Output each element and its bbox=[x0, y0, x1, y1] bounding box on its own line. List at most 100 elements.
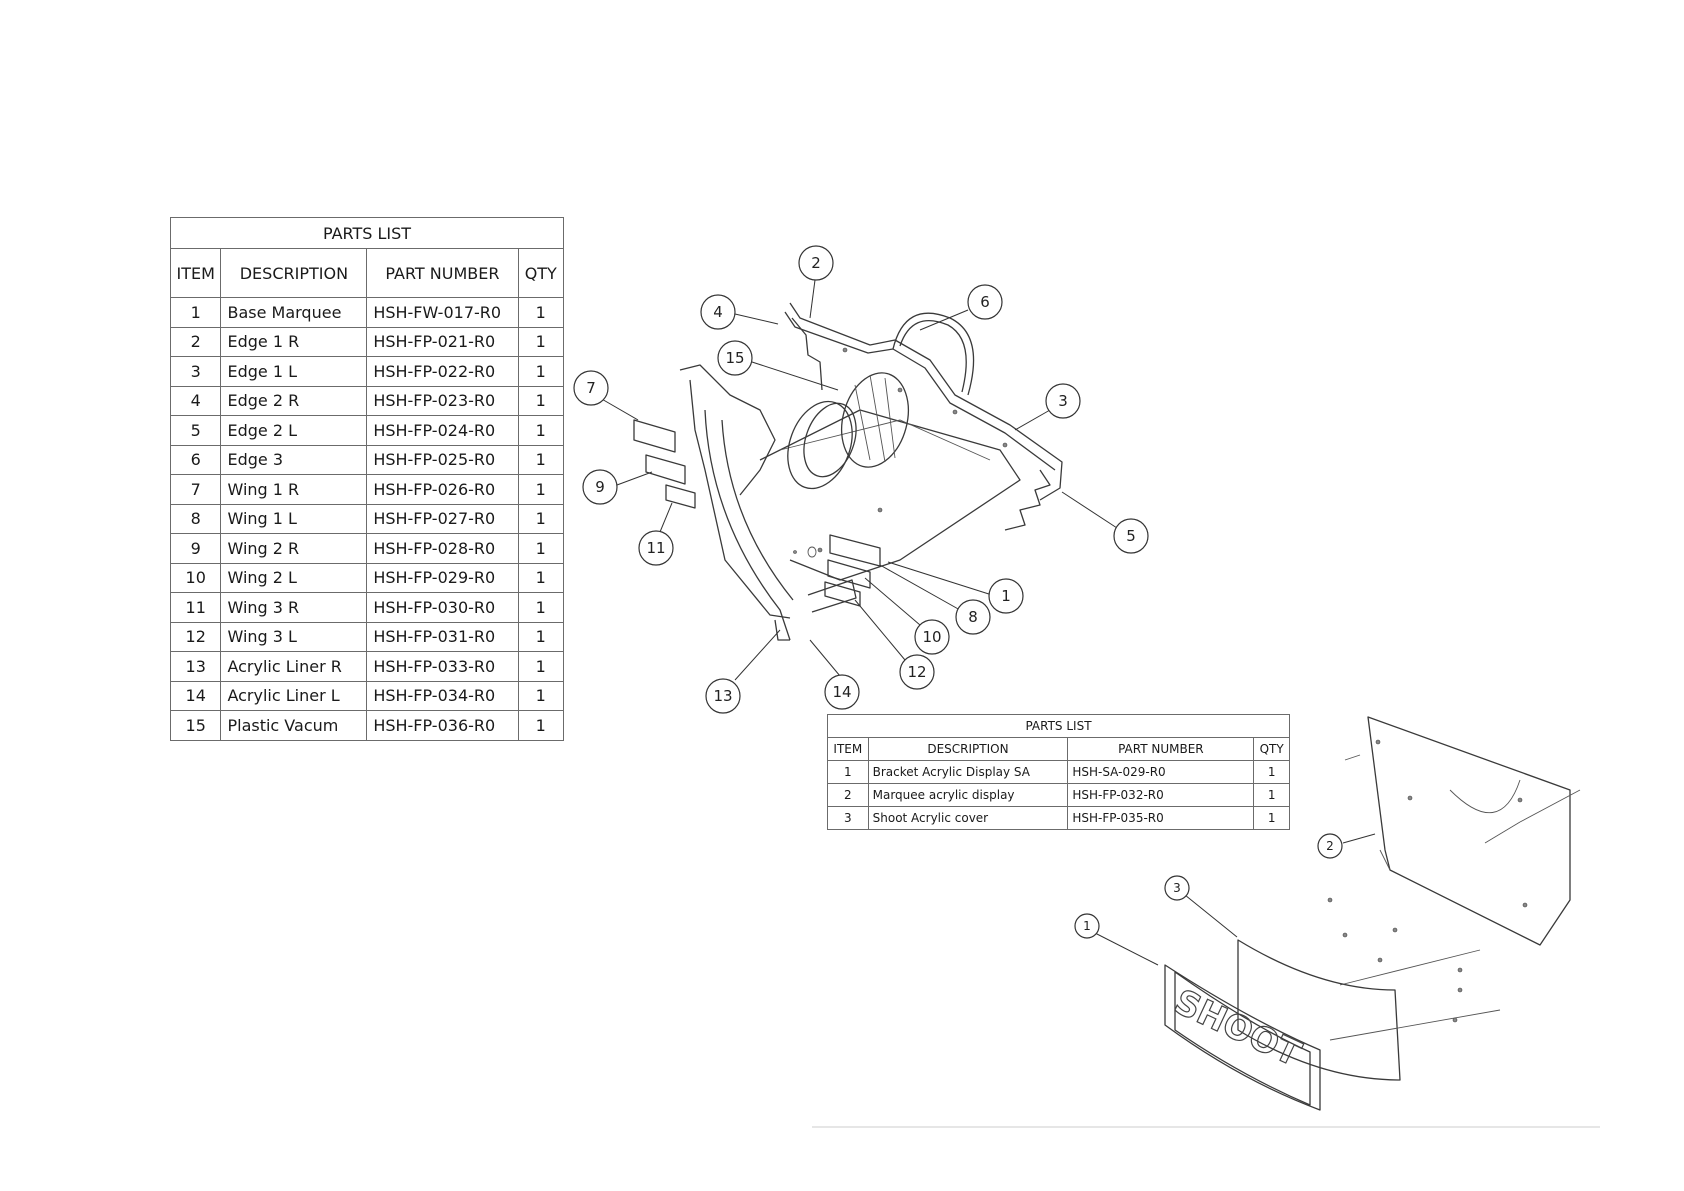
part-number-cell: HSH-FP-033-R0 bbox=[366, 651, 519, 682]
qty-cell: 1 bbox=[1253, 806, 1290, 830]
svg-text:1: 1 bbox=[1083, 919, 1091, 933]
balloon-7: 7 bbox=[573, 370, 639, 421]
qty-cell: 1 bbox=[1253, 760, 1290, 784]
balloon-13: 13 bbox=[705, 629, 781, 714]
svg-text:7: 7 bbox=[586, 379, 596, 397]
svg-text:11: 11 bbox=[646, 539, 665, 557]
svg-text:13: 13 bbox=[713, 687, 732, 705]
description-cell: Edge 3 bbox=[220, 444, 368, 475]
svg-text:10: 10 bbox=[922, 628, 941, 646]
part-number-cell: HSH-FP-029-R0 bbox=[366, 562, 519, 593]
item-cell: 12 bbox=[169, 621, 222, 652]
balloon-s2: 2 bbox=[1317, 833, 1376, 859]
svg-text:4: 4 bbox=[713, 303, 723, 321]
item-cell: 7 bbox=[169, 474, 222, 505]
balloons-main: 1 2 3 4 5 6 7 8 9 10 11 12 13 14 15 bbox=[573, 245, 1149, 714]
qty-cell: 1 bbox=[517, 562, 565, 593]
description-cell: Acrylic Liner R bbox=[220, 651, 368, 682]
header-item: ITEM bbox=[169, 248, 222, 298]
item-cell: 15 bbox=[169, 710, 222, 741]
balloon-s3: 3 bbox=[1164, 875, 1238, 938]
header-description: DESCRIPTION bbox=[220, 248, 368, 298]
part-number-cell: HSH-FP-032-R0 bbox=[1067, 783, 1255, 807]
svg-text:2: 2 bbox=[1326, 839, 1334, 853]
svg-text:5: 5 bbox=[1126, 527, 1136, 545]
description-cell: Shoot Acrylic cover bbox=[867, 806, 1069, 830]
balloon-8: 8 bbox=[879, 564, 991, 635]
balloon-1: 1 bbox=[887, 561, 1024, 614]
qty-cell: 1 bbox=[517, 680, 565, 711]
description-cell: Edge 2 R bbox=[220, 385, 368, 416]
item-cell: 3 bbox=[169, 356, 222, 387]
qty-cell: 1 bbox=[517, 356, 565, 387]
qty-cell: 1 bbox=[517, 710, 565, 741]
header-item: ITEM bbox=[827, 737, 869, 761]
part-number-cell: HSH-FP-027-R0 bbox=[366, 503, 519, 534]
svg-text:8: 8 bbox=[968, 608, 978, 626]
balloon-14: 14 bbox=[809, 639, 860, 710]
header-description: DESCRIPTION bbox=[867, 737, 1069, 761]
part-number-cell: HSH-FP-034-R0 bbox=[366, 680, 519, 711]
balloon-4: 4 bbox=[700, 294, 779, 330]
secondary-assembly: SHOOT bbox=[1164, 716, 1581, 1111]
svg-text:1: 1 bbox=[1001, 587, 1011, 605]
part-number-cell: HSH-FW-017-R0 bbox=[366, 297, 519, 328]
part-number-cell: HSH-FP-021-R0 bbox=[366, 326, 519, 357]
header-qty: QTY bbox=[517, 248, 565, 298]
item-cell: 13 bbox=[169, 651, 222, 682]
part-number-cell: HSH-FP-035-R0 bbox=[1067, 806, 1255, 830]
svg-text:2: 2 bbox=[811, 254, 821, 272]
header-part-number: PART NUMBER bbox=[366, 248, 519, 298]
description-cell: Wing 2 L bbox=[220, 562, 368, 593]
balloon-9: 9 bbox=[582, 469, 653, 505]
description-cell: Wing 3 R bbox=[220, 592, 368, 623]
description-cell: Plastic Vacum bbox=[220, 710, 368, 741]
parts-list-main: PARTS LIST ITEM DESCRIPTION PART NUMBER … bbox=[169, 217, 565, 741]
parts-list-title: PARTS LIST bbox=[170, 217, 564, 249]
balloon-10: 10 bbox=[864, 577, 950, 655]
description-cell: Bracket Acrylic Display SA bbox=[867, 760, 1069, 784]
description-cell: Wing 3 L bbox=[220, 621, 368, 652]
balloon-6: 6 bbox=[919, 284, 1003, 331]
qty-cell: 1 bbox=[517, 503, 565, 534]
qty-cell: 1 bbox=[517, 621, 565, 652]
qty-cell: 1 bbox=[517, 474, 565, 505]
part-number-cell: HSH-FP-031-R0 bbox=[366, 621, 519, 652]
qty-cell: 1 bbox=[517, 533, 565, 564]
svg-text:12: 12 bbox=[907, 663, 926, 681]
description-cell: Wing 1 R bbox=[220, 474, 368, 505]
parts-list-title: PARTS LIST bbox=[827, 714, 1290, 738]
part-number-cell: HSH-FP-024-R0 bbox=[366, 415, 519, 446]
qty-cell: 1 bbox=[517, 592, 565, 623]
parts-list-secondary: PARTS LIST ITEM DESCRIPTION PART NUMBER … bbox=[827, 714, 1290, 830]
item-cell: 11 bbox=[169, 592, 222, 623]
part-number-cell: HSH-FP-022-R0 bbox=[366, 356, 519, 387]
description-cell: Wing 2 R bbox=[220, 533, 368, 564]
item-cell: 2 bbox=[827, 783, 869, 807]
qty-cell: 1 bbox=[517, 444, 565, 475]
description-cell: Marquee acrylic display bbox=[867, 783, 1069, 807]
header-qty: QTY bbox=[1253, 737, 1290, 761]
balloon-s1: 1 bbox=[1074, 913, 1159, 966]
balloon-12: 12 bbox=[854, 599, 935, 690]
svg-text:15: 15 bbox=[725, 349, 744, 367]
svg-text:6: 6 bbox=[980, 293, 990, 311]
balloon-15: 15 bbox=[717, 340, 839, 391]
part-number-cell: HSH-SA-029-R0 bbox=[1067, 760, 1255, 784]
item-cell: 2 bbox=[169, 326, 222, 357]
qty-cell: 1 bbox=[517, 651, 565, 682]
svg-text:3: 3 bbox=[1173, 881, 1181, 895]
